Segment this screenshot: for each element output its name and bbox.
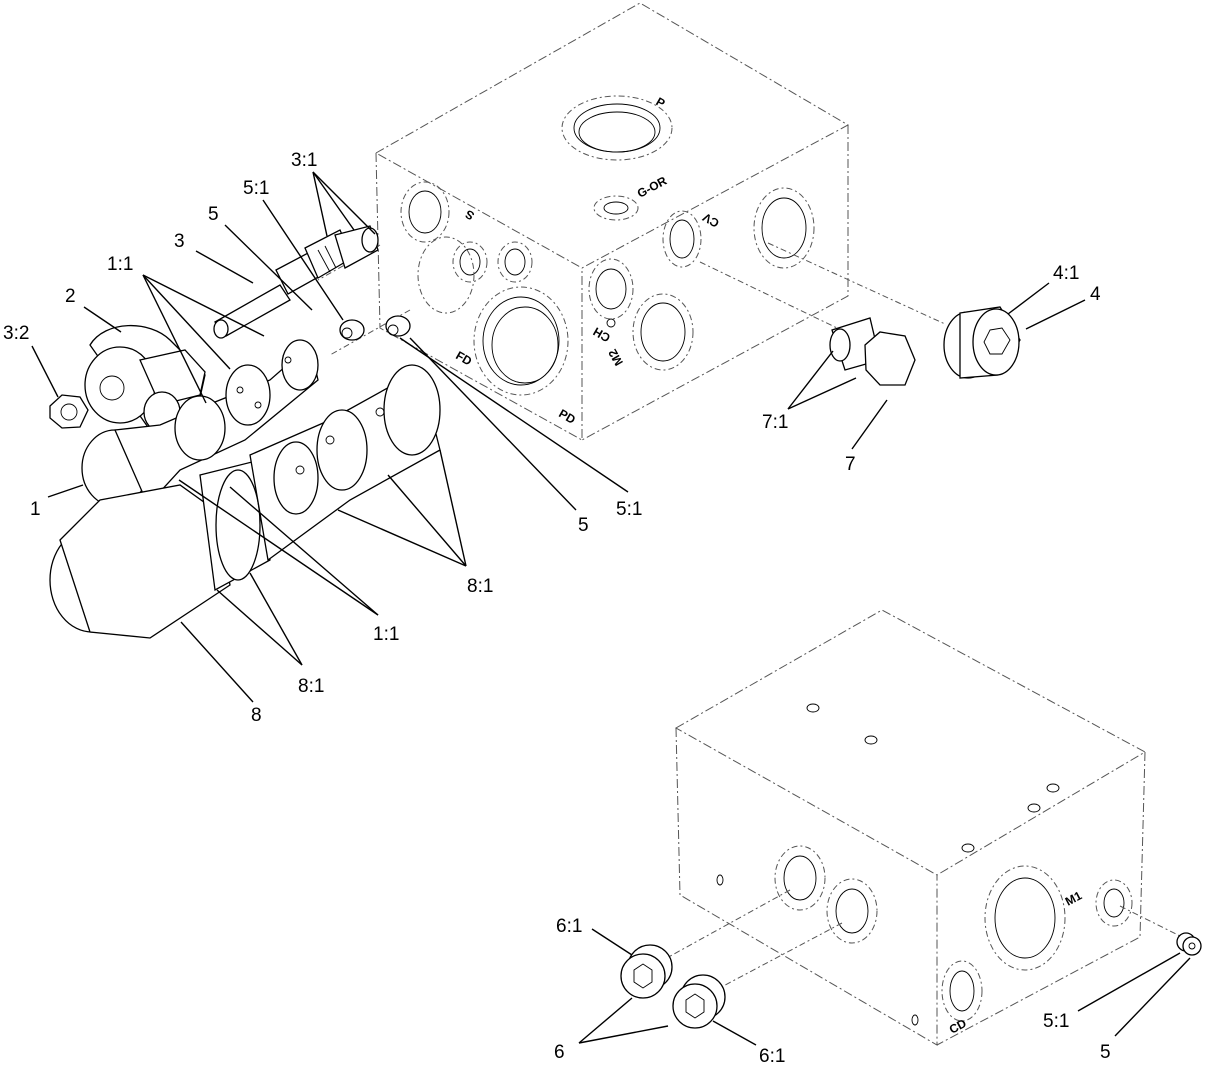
seal-5-pair bbox=[339, 315, 411, 341]
callout-6-1-top: 6:1 bbox=[556, 916, 582, 937]
callout-5-1-mid: 5:1 bbox=[616, 499, 642, 520]
seal-5-lower bbox=[1176, 932, 1202, 956]
port-label-m1: M1 bbox=[1063, 888, 1085, 908]
nut-3-2 bbox=[49, 394, 89, 429]
callout-1-1-top: 1:1 bbox=[107, 254, 133, 275]
plug-4 bbox=[943, 306, 1021, 379]
port-label-cd: CD bbox=[947, 1016, 969, 1037]
port-label-pd: PD bbox=[556, 406, 578, 427]
callout-8-1-mid: 8:1 bbox=[467, 576, 493, 597]
callout-8: 8 bbox=[251, 705, 262, 726]
plug-7 bbox=[829, 317, 916, 386]
callout-5-left: 5 bbox=[208, 204, 219, 225]
port-label-s: S bbox=[463, 207, 477, 223]
port-label-cv: CV bbox=[700, 210, 721, 230]
plug-6-pair bbox=[620, 944, 726, 1029]
callout-8-1-bottom: 8:1 bbox=[298, 676, 324, 697]
callout-7-1: 7:1 bbox=[762, 412, 788, 433]
callout-6-1-bottom: 6:1 bbox=[759, 1046, 785, 1067]
callout-1-1-bottom: 1:1 bbox=[373, 624, 399, 645]
callout-5-bottom-right: 5 bbox=[1100, 1042, 1111, 1063]
callout-3-1: 3:1 bbox=[291, 150, 317, 171]
port-label-m2: M2 bbox=[605, 346, 626, 368]
cartridge-3 bbox=[213, 225, 379, 339]
port-label-p: P bbox=[654, 94, 668, 110]
callout-1: 1 bbox=[30, 499, 41, 520]
callout-4-1: 4:1 bbox=[1053, 263, 1079, 284]
callout-6: 6 bbox=[554, 1042, 565, 1063]
port-label-g-or: G-OR bbox=[635, 173, 670, 200]
port-label-ch: CH bbox=[591, 324, 613, 345]
callout-3-2: 3:2 bbox=[3, 323, 29, 344]
callout-labels: 3:1 5:1 5 3 1:1 2 3:2 1 4:1 4 7:1 7 5 5:… bbox=[3, 150, 1111, 1067]
callout-5-mid: 5 bbox=[578, 515, 589, 536]
callout-7: 7 bbox=[845, 454, 856, 475]
upper-manifold-block: P G-OR S CV CH M2 FD PD bbox=[374, 2, 850, 441]
valve-1 bbox=[81, 339, 319, 507]
lower-center-lines bbox=[644, 889, 1189, 1001]
callout-3: 3 bbox=[174, 231, 185, 252]
callout-2: 2 bbox=[65, 286, 76, 307]
lower-manifold-block: M1 CD bbox=[674, 609, 1147, 1046]
callout-5-1-bottom-right: 5:1 bbox=[1043, 1011, 1069, 1032]
callout-5-1-top: 5:1 bbox=[243, 178, 269, 199]
port-label-fd: FD bbox=[453, 348, 474, 368]
callout-4: 4 bbox=[1090, 284, 1101, 305]
leader-lines bbox=[31, 171, 1191, 1046]
